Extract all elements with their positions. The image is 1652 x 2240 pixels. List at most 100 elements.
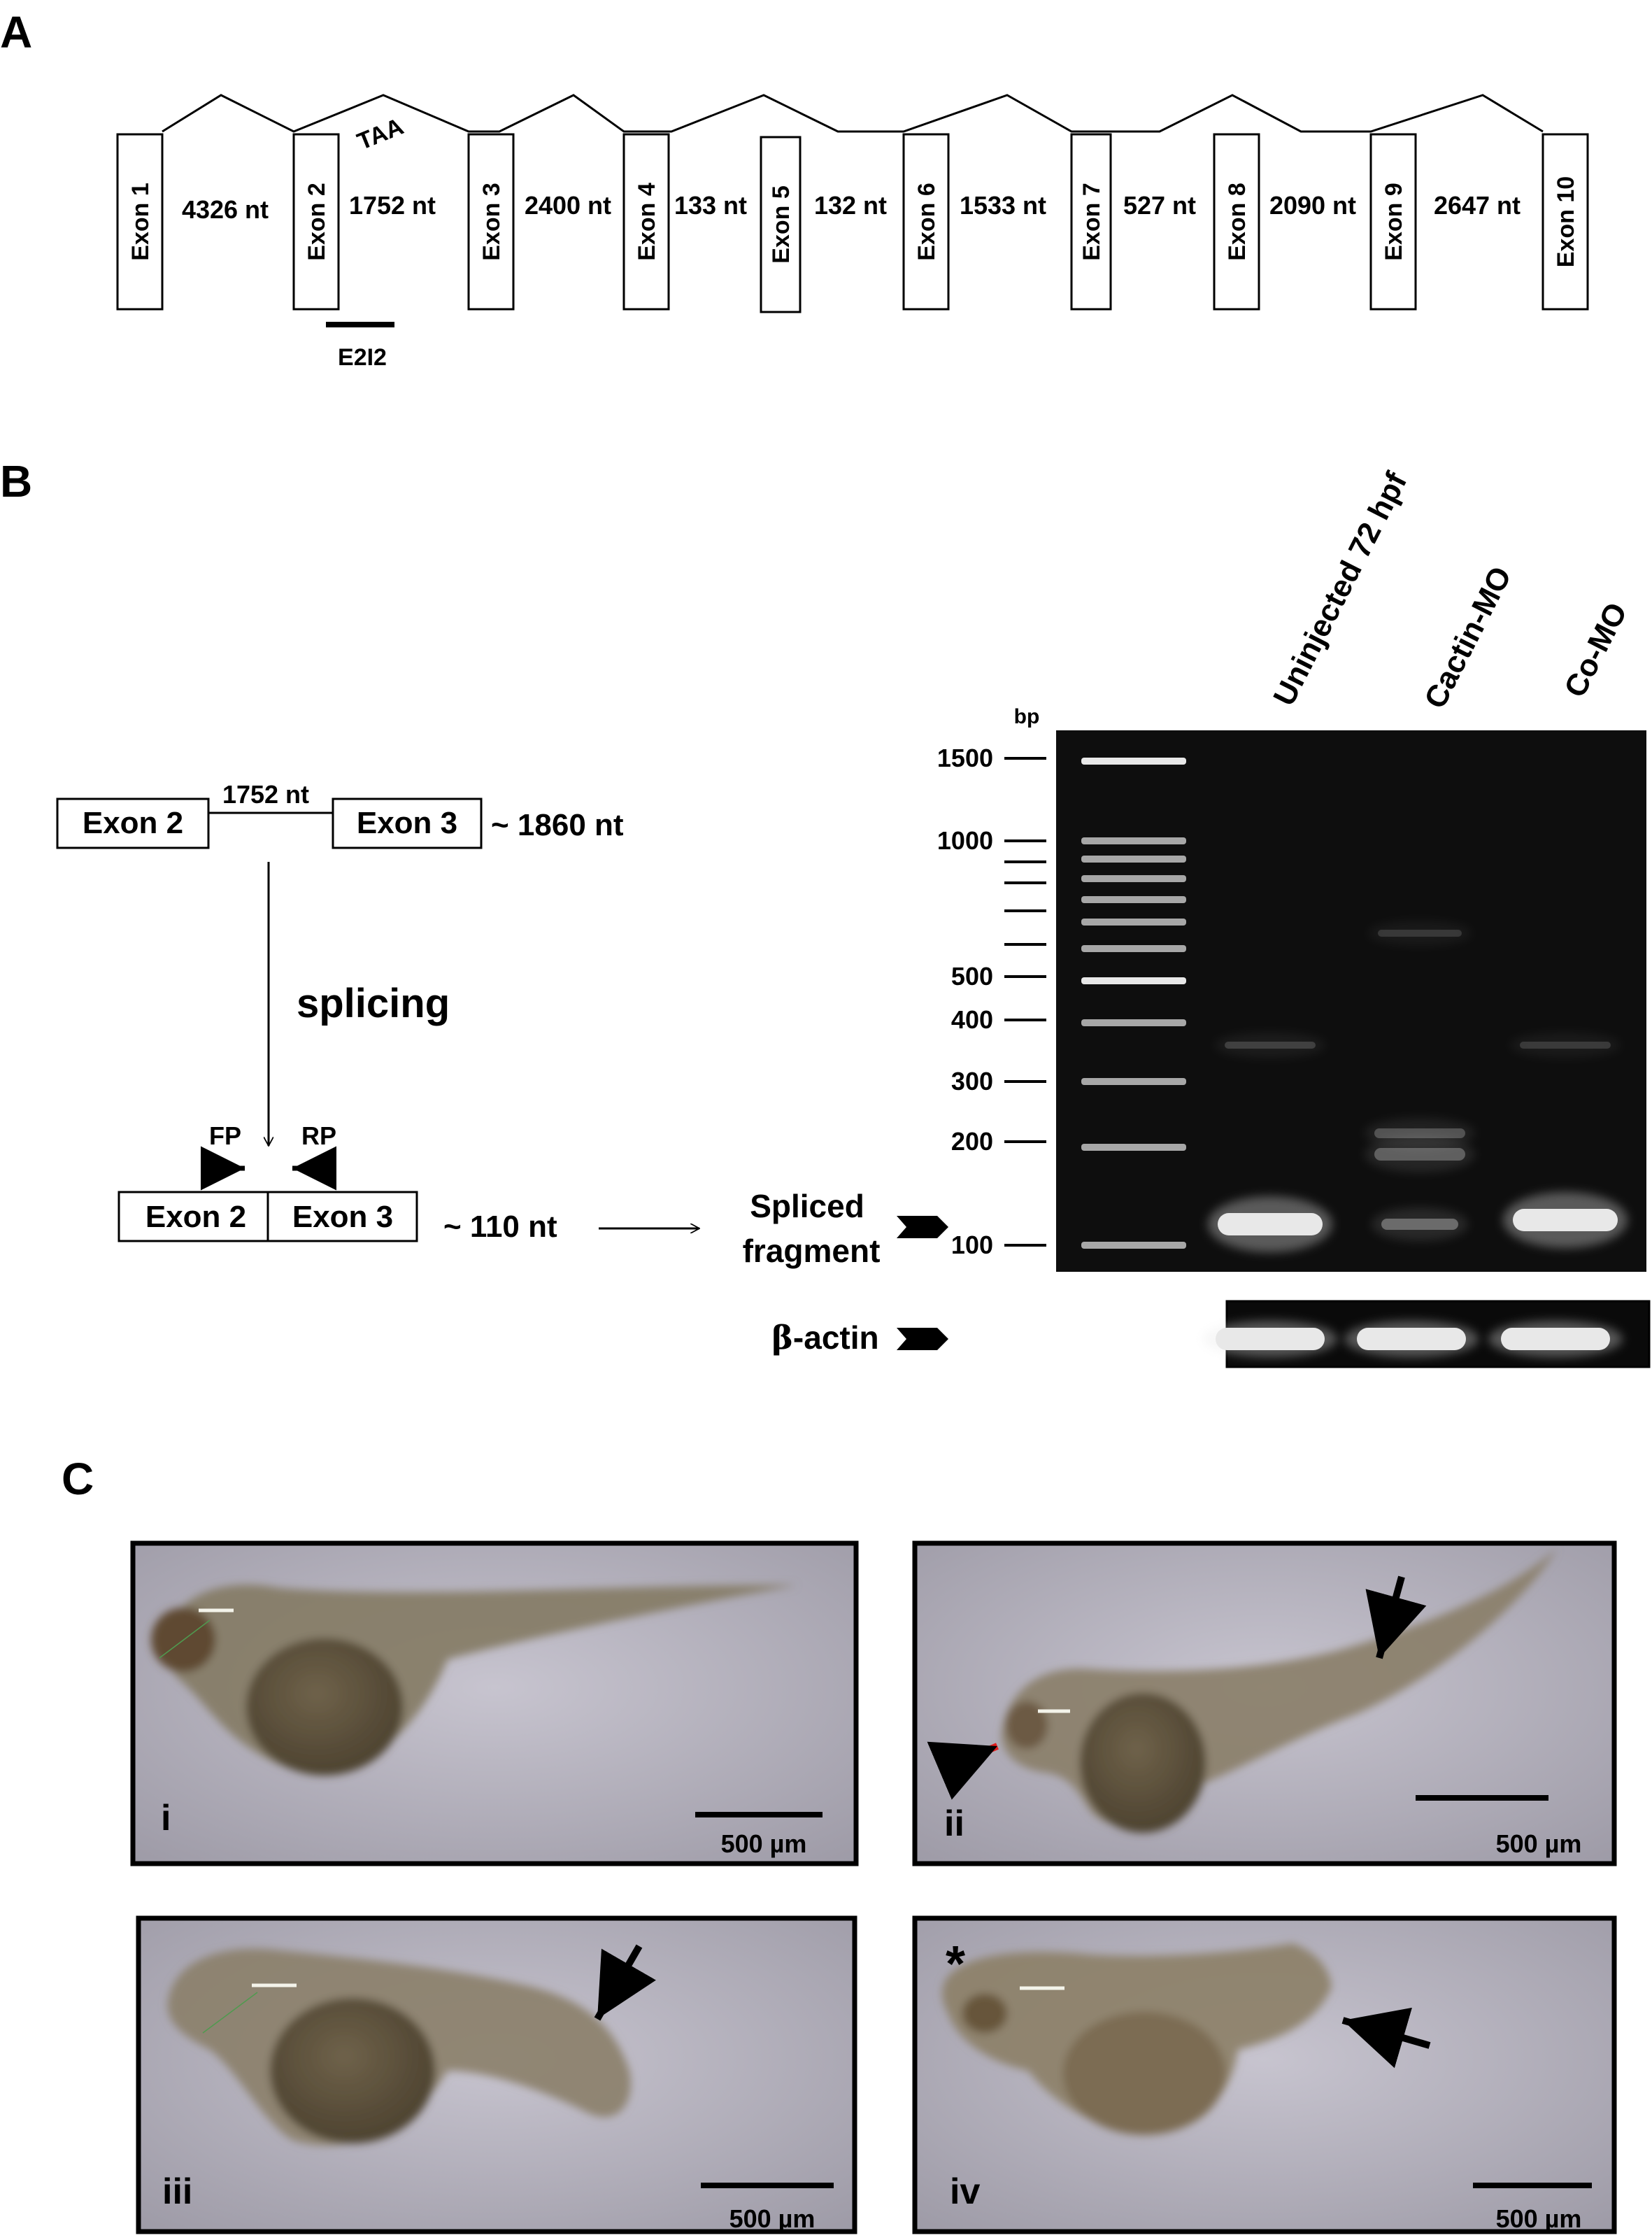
marker-label-100: 100 — [951, 1231, 993, 1259]
unspliced-exon-2-label: Exon 2 — [83, 806, 183, 840]
gene-structure: Exon 1 Exon 2 Exon 3 Exon 4 Exon 5 Exon … — [116, 94, 1589, 371]
svg-text:Exon 8: Exon 8 — [1224, 183, 1251, 260]
asterisk-mark: * — [946, 1936, 965, 1992]
band-co-mo-faint — [1510, 1033, 1621, 1058]
morpholino-label: E2I2 — [338, 344, 387, 371]
spliced-fragment-label-1: Spliced — [750, 1188, 864, 1224]
panel-label-a: A — [0, 7, 32, 57]
spliced-exon-2-label: Exon 2 — [145, 1200, 246, 1234]
unspliced-intron-length: 1752 nt — [222, 780, 309, 809]
intron-6-length: 1533 nt — [960, 191, 1046, 220]
exon-5: Exon 5 — [760, 136, 802, 313]
svg-text:Exon 3: Exon 3 — [478, 183, 505, 260]
embryo-label-ii: ii — [944, 1803, 964, 1844]
exon-10: Exon 10 — [1541, 133, 1589, 311]
ladder-band — [1081, 758, 1186, 765]
ladder-band — [1081, 875, 1186, 882]
beta-actin-band-3 — [1488, 1321, 1623, 1357]
embryo-panels: i 500 µm ii 500 µm — [130, 1540, 1617, 2234]
ladder-band — [1081, 896, 1186, 903]
ladder-band — [1081, 1242, 1186, 1249]
ladder-band — [1081, 977, 1186, 984]
marker-label-1500: 1500 — [937, 744, 993, 772]
beta-actin-bands — [1203, 1321, 1623, 1357]
band-uninjected-faint — [1215, 1033, 1325, 1058]
band-cactin-mo-upper — [1368, 921, 1472, 946]
scale-bar-label-iii: 500 µm — [729, 2204, 816, 2233]
marker-label-200: 200 — [951, 1127, 993, 1156]
spliced-fragment-pointer — [897, 1216, 948, 1238]
exon-9: Exon 9 — [1369, 133, 1417, 311]
exon-7: Exon 7 — [1070, 133, 1112, 311]
intron-9-length: 2647 nt — [1434, 191, 1521, 220]
scale-bar-label-iv: 500 µm — [1496, 2204, 1582, 2233]
beta-actin-pointer — [897, 1328, 948, 1350]
scale-bar-label-ii: 500 µm — [1496, 1829, 1582, 1858]
band-cactin-mo-spliced — [1372, 1207, 1468, 1241]
ladder-band — [1081, 837, 1186, 844]
unspliced-exon-2-box — [56, 798, 210, 849]
marker-label-400: 400 — [951, 1005, 993, 1034]
embryo-image-i — [130, 1540, 859, 1866]
embryo-image-iii — [136, 1915, 857, 2234]
panel-label-c: C — [62, 1454, 94, 1504]
gel-unit-label: bp — [1014, 705, 1040, 728]
spliced-exon-3-label: Exon 3 — [292, 1200, 393, 1234]
beta-actin-label: β-actin — [771, 1319, 878, 1356]
spliced-fragment-label-2: fragment — [743, 1233, 881, 1269]
ladder-band — [1081, 1144, 1186, 1151]
stop-codon-label: TAA — [354, 113, 408, 155]
intron-8-length: 2090 nt — [1269, 191, 1356, 220]
svg-text:Exon 7: Exon 7 — [1078, 183, 1105, 260]
beta-actin-band-2 — [1344, 1321, 1479, 1357]
splicing-label: splicing — [297, 981, 450, 1026]
svg-text:Exon 2: Exon 2 — [304, 183, 330, 260]
scale-bar-label-i: 500 µm — [721, 1829, 807, 1858]
intron-2-length: 1752 nt — [349, 191, 436, 220]
embryo-label-i: i — [161, 1798, 171, 1838]
exon-3: Exon 3 — [467, 133, 515, 311]
exon-2: Exon 2 — [292, 133, 340, 311]
ladder-band — [1081, 856, 1186, 863]
svg-text:Exon 5: Exon 5 — [768, 185, 795, 263]
lane-label-3: Co-MO — [1558, 597, 1634, 703]
marker-label-500: 500 — [951, 962, 993, 991]
intron-3-length: 2400 nt — [525, 191, 611, 220]
marker-label-300: 300 — [951, 1067, 993, 1096]
svg-text:Exon 4: Exon 4 — [634, 183, 660, 261]
svg-text:Exon 6: Exon 6 — [913, 183, 940, 260]
embryo-label-iii: iii — [162, 2171, 192, 2212]
intron-5-length: 132 nt — [814, 191, 887, 220]
marker-ticks: 1500 1000 500 400 300 200 100 — [937, 744, 1046, 1259]
band-uninjected-spliced — [1208, 1196, 1332, 1252]
lane-label-1: Uninjected 72 hpf — [1267, 467, 1414, 711]
forward-primer-label: FP — [209, 1121, 241, 1150]
svg-text:Exon 10: Exon 10 — [1553, 176, 1579, 267]
unspliced-exon-3-label: Exon 3 — [357, 806, 457, 840]
ladder-band — [1081, 1019, 1186, 1026]
intron-connectors — [162, 94, 1544, 133]
reverse-primer-label: RP — [301, 1121, 336, 1150]
intron-4-length: 133 nt — [674, 191, 747, 220]
band-co-mo-spliced — [1503, 1192, 1628, 1248]
marker-label-1000: 1000 — [937, 826, 993, 855]
lane-label-2: Cactin-MO — [1418, 561, 1518, 714]
ladder-band — [1081, 919, 1186, 926]
ladder-bands — [1081, 758, 1186, 1249]
ladder-band — [1081, 945, 1186, 952]
beta-actin-band-1 — [1203, 1321, 1337, 1357]
panel-label-b: B — [0, 456, 32, 506]
intron-7-length: 527 nt — [1123, 191, 1196, 220]
exon-6: Exon 6 — [902, 133, 950, 311]
unspliced-length: ~ 1860 nt — [491, 808, 624, 842]
splice-diagram: Exon 2 1752 nt Exon 3 ~ 1860 nt splicing… — [56, 780, 948, 1356]
ladder-band — [1081, 1078, 1186, 1085]
unspliced-exon-3-box — [332, 798, 483, 849]
embryo-label-iv: iv — [950, 2171, 980, 2212]
embryo-image-ii — [912, 1540, 1617, 1866]
sample-bands — [1208, 921, 1628, 1252]
gel-image — [1056, 730, 1646, 1272]
spliced-length: ~ 110 nt — [443, 1210, 557, 1244]
